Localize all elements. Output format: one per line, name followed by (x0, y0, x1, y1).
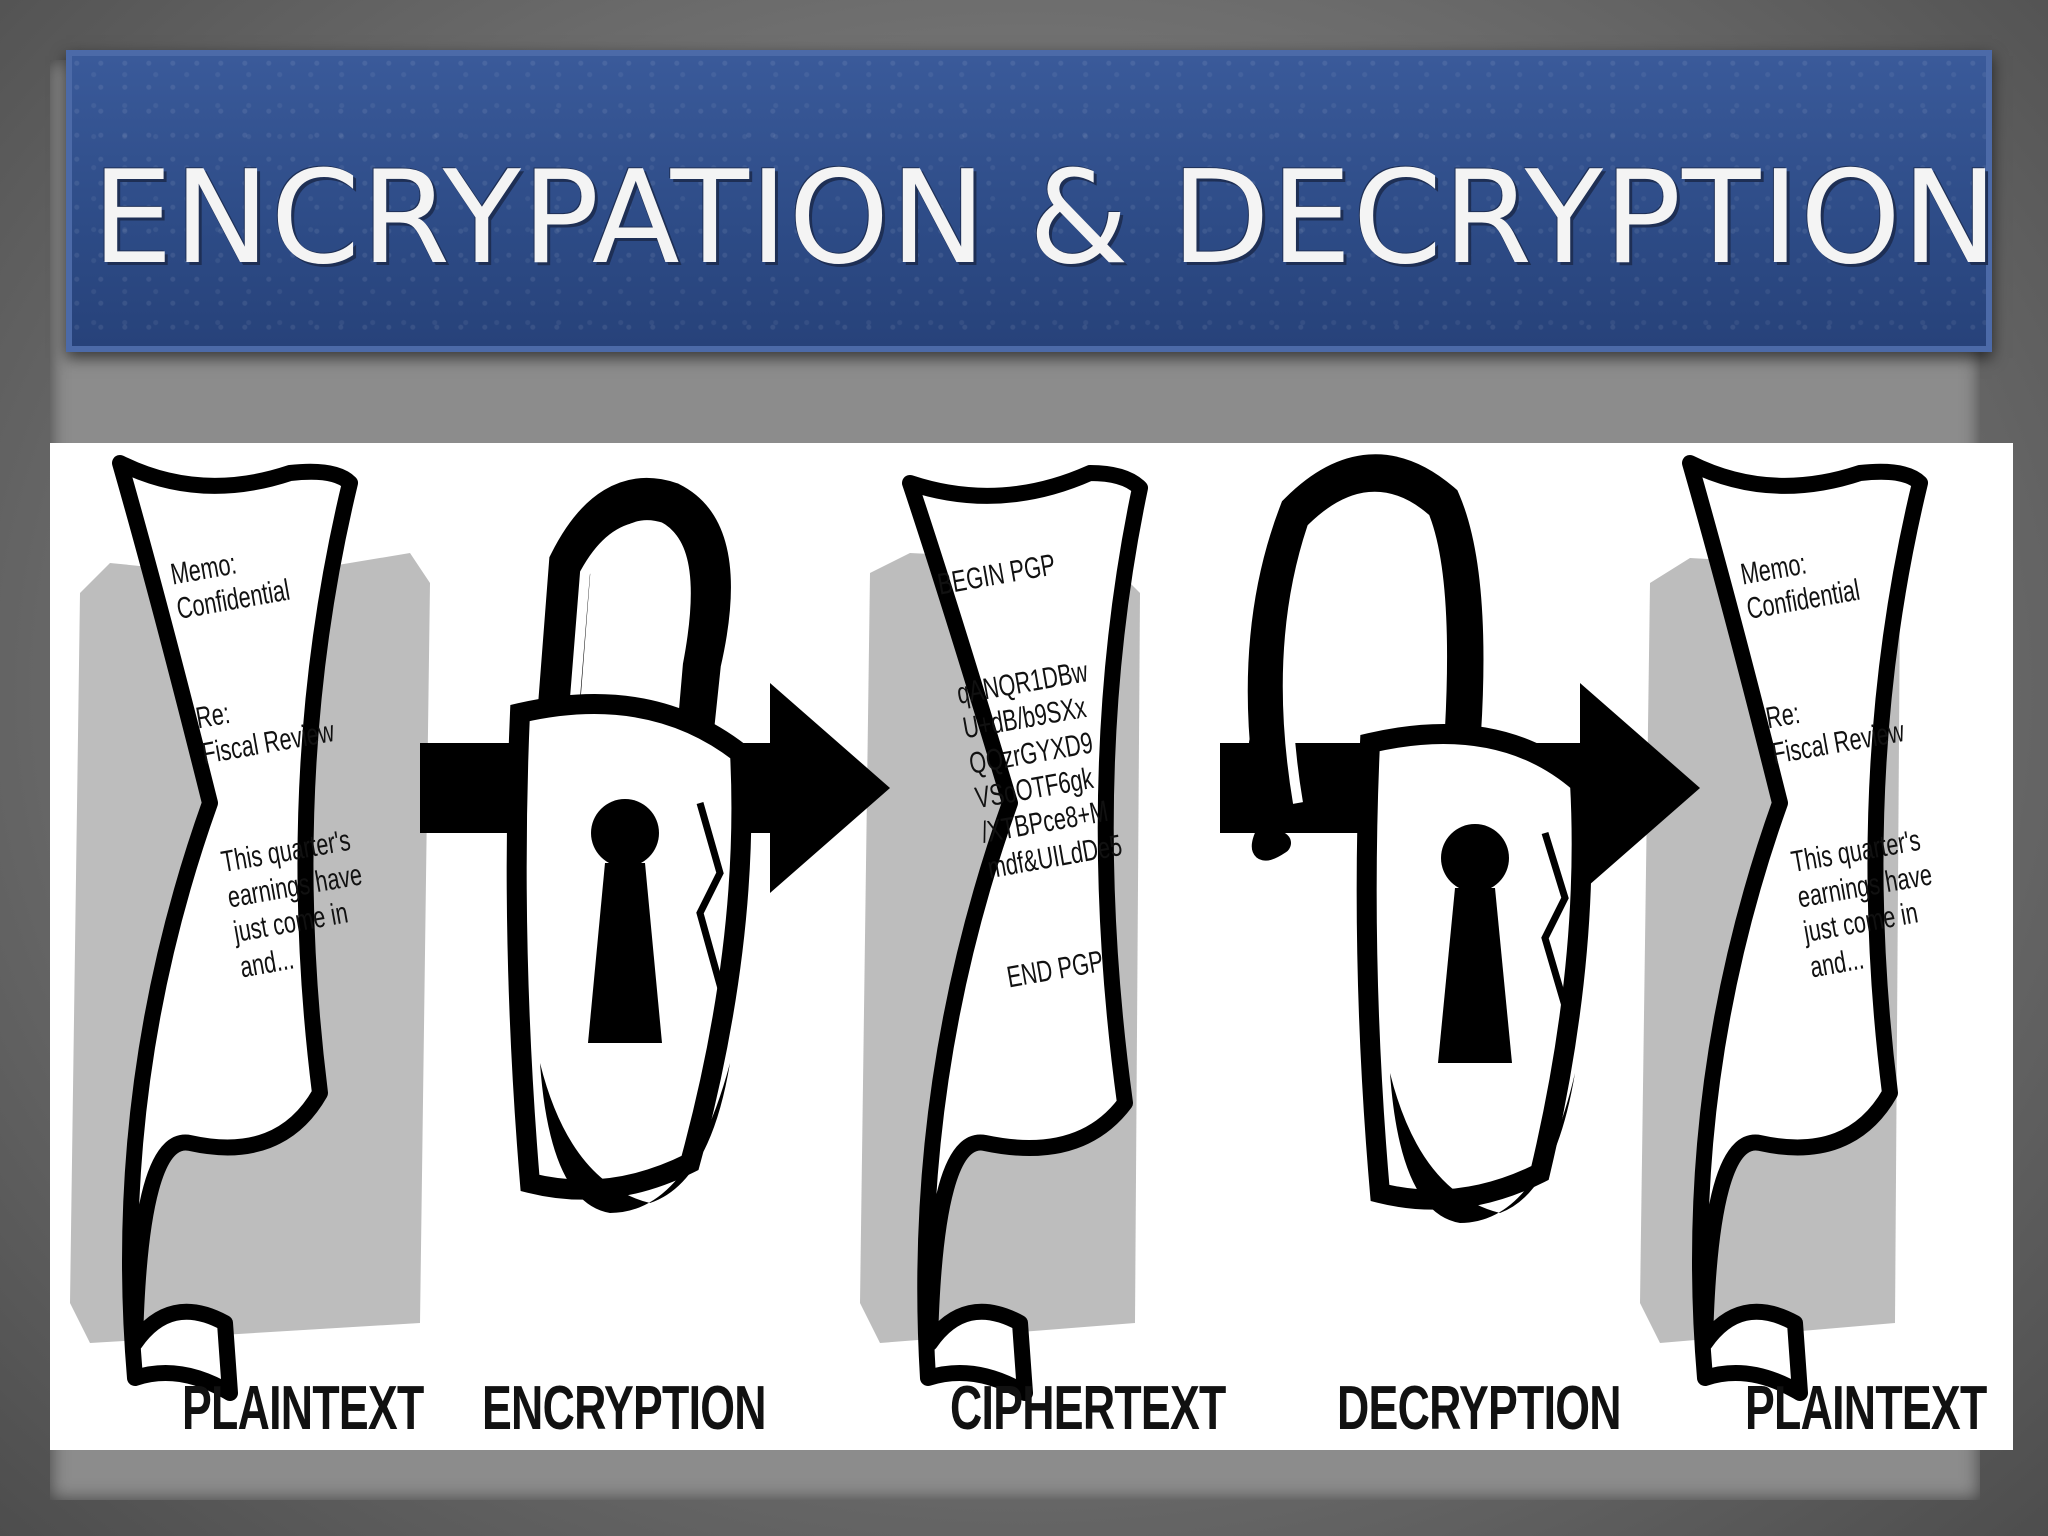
step-label-decryption: DECRYPTION (1337, 1374, 1622, 1443)
open-padlock-icon (1247, 454, 1592, 1223)
closed-padlock-icon (506, 478, 752, 1213)
title-banner (66, 50, 1992, 352)
slide-title: ENCRYPATION & DECRYPTION (92, 144, 1999, 293)
document-icon (902, 465, 1148, 1401)
step-label-ciphertext: CIPHERTEXT (950, 1374, 1226, 1443)
diagram-artwork (70, 454, 1928, 1401)
step-label-encryption: ENCRYPTION (482, 1374, 767, 1443)
document-icon (1682, 455, 1928, 1401)
step-label-plaintext-result: PLAINTEXT (1745, 1374, 1987, 1443)
document-icon (112, 455, 358, 1401)
step-label-plaintext: PLAINTEXT (182, 1374, 424, 1443)
encryption-diagram: Memo: Confidential Re: Fiscal Review Thi… (50, 443, 2013, 1450)
